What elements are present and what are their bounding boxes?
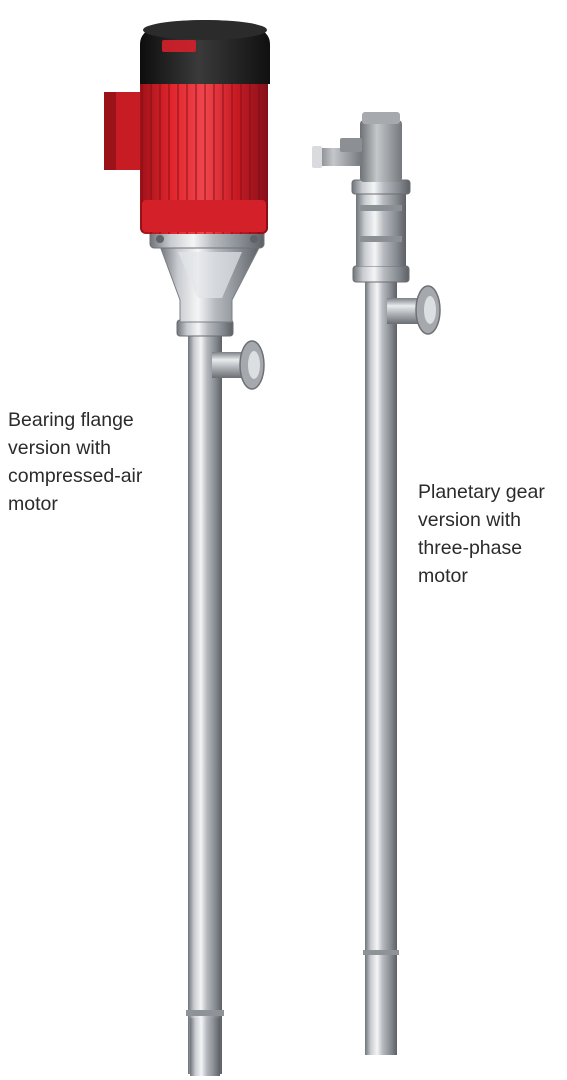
left-pump-outlet (212, 340, 265, 390)
caption-right-line-1: Planetary gear (418, 481, 545, 503)
caption-left-line-4: motor (8, 493, 58, 515)
caption-right-line-3: three-phase (418, 537, 523, 559)
right-pump (312, 112, 441, 1055)
left-pump (104, 20, 270, 1076)
right-pump-drive (360, 120, 402, 182)
caption-planetary-gear-version: Planetary gear version with three-phase … (418, 478, 545, 590)
right-pump-outlet (387, 285, 441, 335)
caption-left-line-2: version with (8, 437, 111, 459)
left-pump-tube (188, 330, 222, 1074)
caption-right-line-4: motor (418, 565, 468, 587)
caption-left-line-3: compressed-air (8, 465, 143, 487)
caption-left-line-1: Bearing flange (8, 409, 134, 431)
caption-right-line-2: version with (418, 509, 521, 531)
right-pump-tube (365, 270, 397, 1055)
caption-bearing-flange-version: Bearing flange version with compressed-a… (8, 406, 142, 518)
